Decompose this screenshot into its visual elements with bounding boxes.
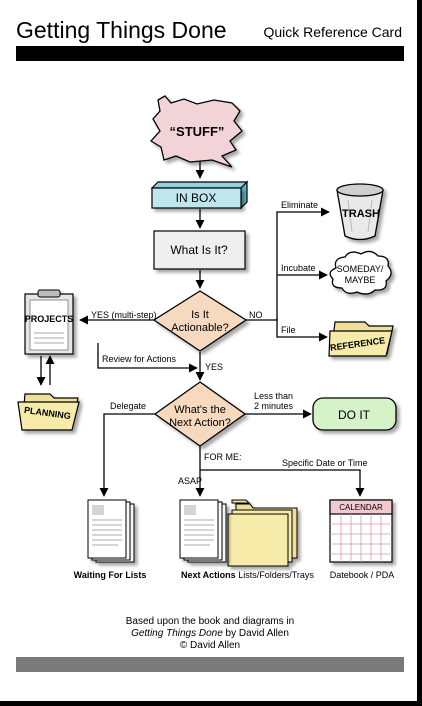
- eliminate-label: Eliminate: [281, 200, 318, 210]
- stuff-blob: [149, 95, 243, 168]
- page-title: Getting Things Done: [16, 17, 227, 43]
- next-actions-folders: [227, 499, 298, 567]
- what-is-it-box: [153, 230, 246, 270]
- waiting-for-caption: Waiting For Lists: [74, 570, 147, 580]
- for-me-label: FOR ME:: [204, 452, 242, 462]
- next-actions-caption-bold: Next Actions: [181, 570, 236, 580]
- next-action-label-line2: Next Action?: [169, 417, 231, 429]
- datebook-caption: Datebook / PDA: [330, 570, 395, 580]
- file-label: File: [281, 325, 296, 335]
- yes-multi-step-label: YES (multi-step): [91, 310, 157, 320]
- asap-label: ASAP: [178, 476, 202, 486]
- inbox-label: IN BOX: [176, 191, 217, 205]
- do-it-box: [312, 397, 397, 431]
- header-divider: [16, 46, 404, 61]
- what-is-it-label: What Is It?: [170, 243, 228, 257]
- next-actions-caption-rest: Lists/Folders/Trays: [236, 570, 315, 580]
- edge-labels: Eliminate Incubate File NO YES (multi-st…: [91, 200, 368, 486]
- someday-label-line1: SOMEDAY/: [337, 264, 384, 274]
- no-to-trash-arrow: [245, 207, 330, 321]
- someday-label-line2: MAYBE: [345, 275, 376, 285]
- inbox-top: [150, 181, 249, 189]
- next-action-diamond: [153, 381, 247, 447]
- planning-folder: [17, 393, 80, 431]
- stuff-label: “STUFF”: [170, 124, 225, 139]
- review-for-actions-label: Review for Actions: [102, 354, 177, 364]
- footer-copyright: © David Allen: [180, 640, 240, 651]
- waiting-for-documents: [87, 499, 135, 563]
- calendar: [329, 499, 393, 563]
- someday-cloud: [329, 250, 392, 295]
- less-than-label-line1: Less than: [254, 391, 293, 401]
- do-it-label: DO IT: [338, 408, 371, 422]
- calendar-arrow: [200, 469, 365, 497]
- next-actions-documents: [179, 499, 227, 563]
- yes-label: YES: [205, 362, 223, 372]
- no-label: NO: [249, 310, 263, 320]
- specific-date-label: Specific Date or Time: [282, 458, 368, 468]
- inbox-box: [151, 187, 242, 209]
- footer-bar: [16, 657, 404, 672]
- projects-label: PROJECTS: [25, 314, 74, 324]
- projects-clipboard: [24, 289, 74, 355]
- no-to-reference-arrow: [276, 318, 328, 342]
- footer-line2: Getting Things Done by David Allen: [131, 628, 289, 639]
- trash-label: TRASH: [342, 208, 380, 220]
- trash-can: [336, 183, 384, 241]
- next-actions-caption: Next Actions Lists/Folders/Trays: [181, 570, 314, 580]
- connectors: [36, 160, 365, 497]
- footer-author: by David Allen: [223, 628, 289, 639]
- actionable-label-line2: Actionable?: [171, 322, 229, 334]
- calendar-label: CALENDAR: [339, 503, 383, 512]
- next-action-label-line1: What's the: [174, 404, 226, 416]
- delegate-arrow: [99, 413, 156, 497]
- reference-folder: [328, 321, 394, 357]
- less-than-label-line2: 2 minutes: [254, 401, 294, 411]
- footer-line1: Based upon the book and diagrams in: [126, 616, 294, 627]
- delegate-label: Delegate: [110, 401, 146, 411]
- actionable-label-line1: Is It: [191, 309, 209, 321]
- page-subtitle: Quick Reference Card: [263, 24, 402, 40]
- actionable-diamond: [152, 290, 248, 352]
- review-arrow: [97, 343, 198, 373]
- card-edge: [417, 0, 422, 701]
- incubate-label: Incubate: [281, 263, 316, 273]
- footer-book-title: Getting Things Done: [131, 628, 223, 639]
